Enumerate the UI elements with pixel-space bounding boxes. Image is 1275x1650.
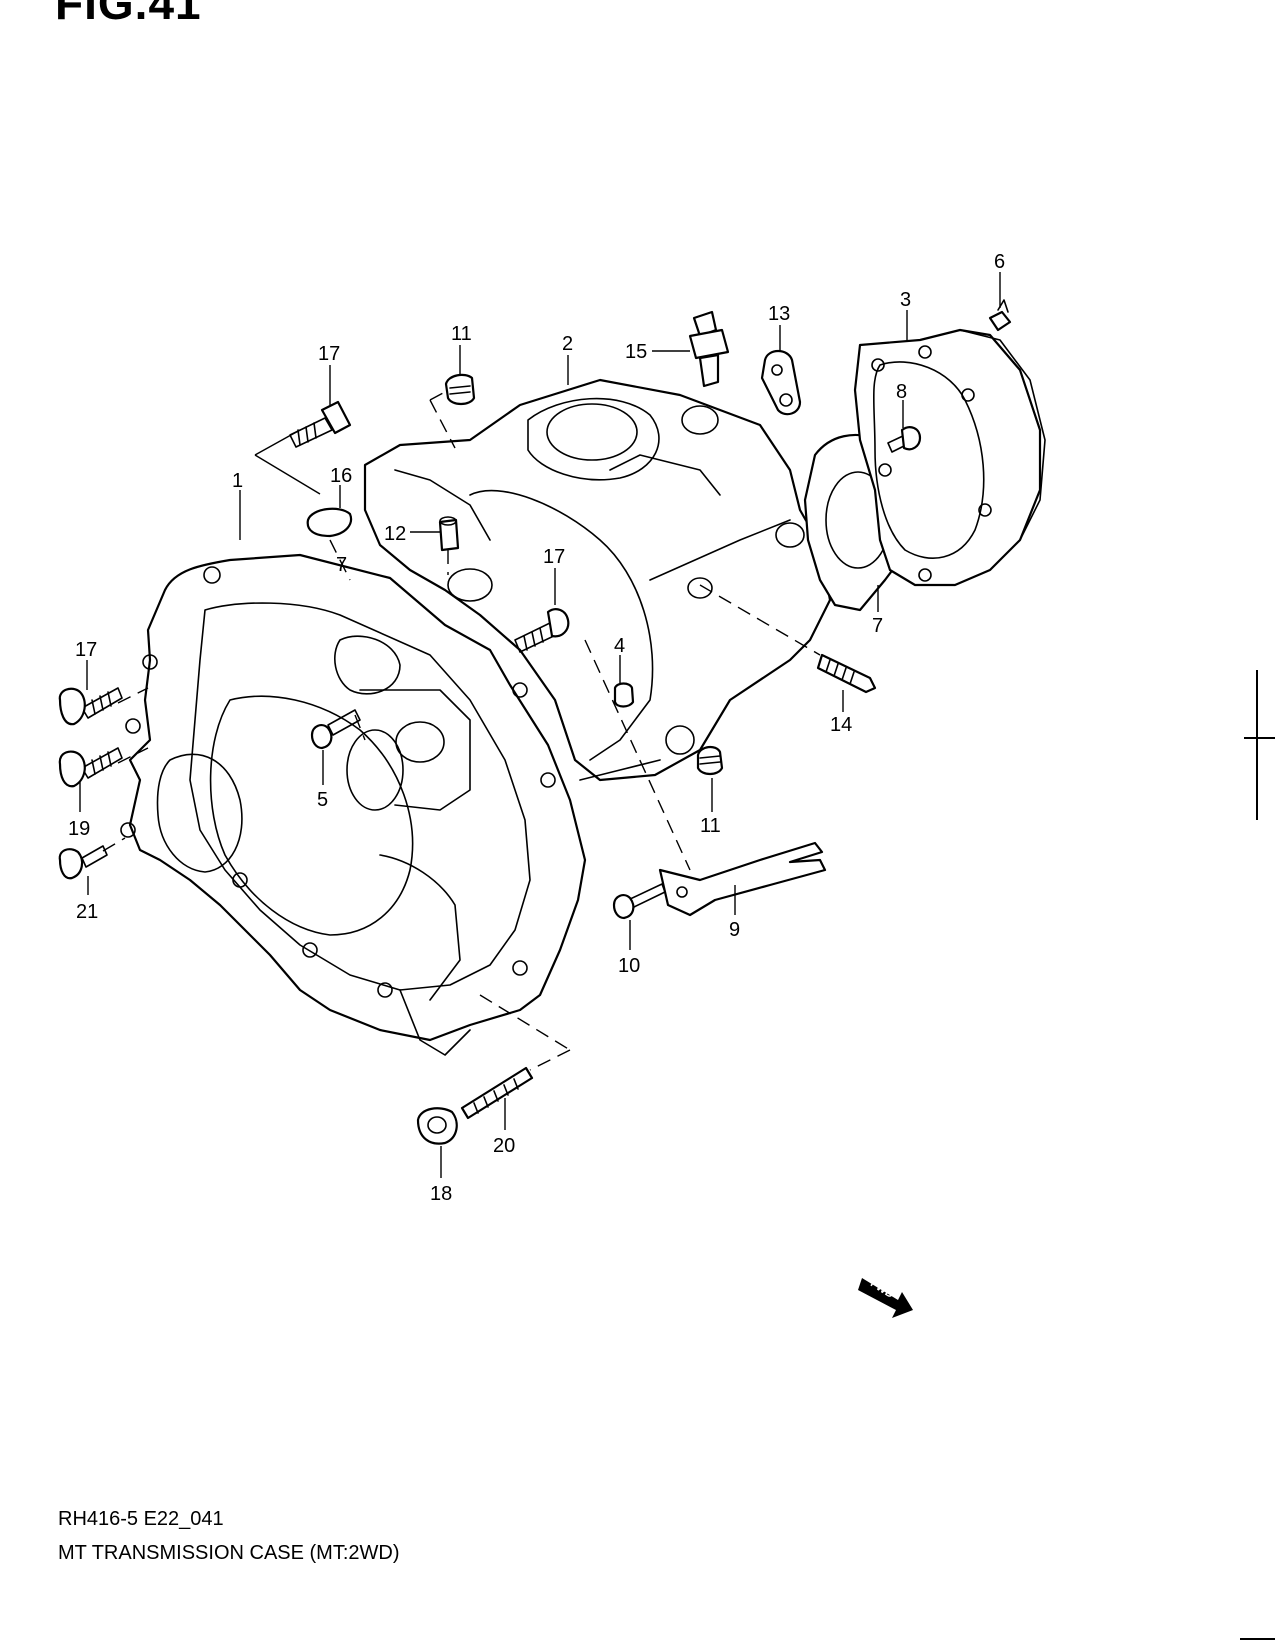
- bolt-19: [58, 747, 123, 788]
- pin-4: [613, 682, 635, 708]
- plug-11-top: [444, 373, 476, 406]
- pin-12: [438, 516, 460, 552]
- callout-18: 18: [430, 1183, 452, 1205]
- stud-14: [816, 653, 877, 694]
- nut-18: [416, 1107, 458, 1145]
- callout-17-top: 17: [318, 343, 340, 365]
- callout-11-bottom: 11: [700, 815, 721, 837]
- callout-17-left: 17: [75, 639, 97, 661]
- bolt-17-middle: [514, 608, 570, 653]
- release-fork: [658, 841, 827, 917]
- callout-4: 4: [614, 635, 625, 657]
- bolt-17-top: [289, 400, 352, 448]
- callout-13: 13: [768, 303, 790, 325]
- callout-14: 14: [830, 714, 852, 736]
- callout-11-top: 11: [451, 323, 472, 345]
- callout-17-middle: 17: [543, 546, 565, 568]
- callout-numbers: 11 17 1 16 2 15 13 3 6 8 12 7 17 17 19 2…: [68, 251, 1005, 1205]
- callout-5: 5: [317, 789, 328, 811]
- callout-12: 12: [384, 523, 406, 545]
- transmission-case-housing: [120, 553, 587, 1056]
- callout-16: 16: [330, 465, 352, 487]
- plug-16: [306, 507, 353, 538]
- callout-7-inner: 7: [336, 554, 347, 576]
- callout-20: 20: [493, 1135, 515, 1157]
- bolt-8: [887, 426, 922, 453]
- page-edge-tick: [1244, 737, 1275, 739]
- figure-title: FIG.41: [55, 0, 202, 29]
- gasket-13: [760, 349, 802, 416]
- figure-caption: MT TRANSMISSION CASE (MT:2WD): [58, 1542, 400, 1564]
- callout-10: 10: [618, 955, 640, 977]
- callout-21: 21: [76, 901, 98, 923]
- bolt-21: [58, 845, 108, 880]
- callout-1: 1: [232, 470, 243, 492]
- transmission-case-middle: [363, 378, 832, 782]
- reference-code: RH416-5 E22_041: [58, 1508, 224, 1530]
- page-edge-mark: [1256, 670, 1258, 820]
- extension-case: [853, 328, 1046, 587]
- stud-20: [460, 1066, 534, 1120]
- assembly-lines: [102, 391, 821, 1071]
- callout-2: 2: [562, 333, 573, 355]
- bolt-10: [612, 883, 666, 920]
- callout-19: 19: [68, 818, 90, 840]
- sensor-15: [688, 310, 730, 388]
- leader-lines: [79, 272, 1001, 1178]
- callout-7-rear: 7: [872, 615, 883, 637]
- fwd-arrow: FWD: [858, 1277, 913, 1318]
- plug-11-bottom: [696, 745, 724, 776]
- callout-6: 6: [994, 251, 1005, 273]
- callout-15: 15: [625, 341, 647, 363]
- callout-3: 3: [900, 289, 911, 311]
- callout-9: 9: [729, 919, 740, 941]
- bolt-5: [310, 709, 361, 750]
- callout-8: 8: [896, 381, 907, 403]
- page-corner-tick: [1240, 1638, 1275, 1640]
- bolt-17-left: [58, 687, 123, 726]
